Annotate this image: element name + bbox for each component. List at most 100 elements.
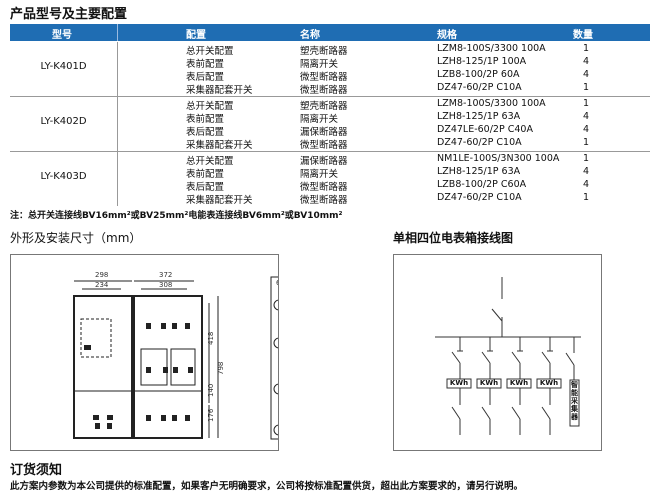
table-row: 表前配置 隔离开关 LZH8-125/1P 63A 4 bbox=[10, 111, 650, 125]
cell: 隔离开关 bbox=[300, 169, 339, 180]
kwh-meter-label: KWh bbox=[539, 379, 559, 387]
cell: 采集器配套开关 bbox=[186, 140, 253, 151]
footer-text: 此方案内参数为本公司提供的标准配置，如果客户无明确要求，公司将按标准配置供货，超… bbox=[10, 481, 524, 492]
cell: 4 bbox=[583, 56, 590, 67]
model-group: LY-K402D 总开关配置 塑壳断路器 LZM8-100S/3300 100A 1 表前… bbox=[10, 97, 650, 151]
svg-text:418: 418 bbox=[207, 332, 215, 345]
cell: 微型断路器 bbox=[300, 182, 348, 193]
cell: LZB8-100/2P 60A bbox=[437, 69, 520, 80]
svg-text:176: 176 bbox=[207, 408, 215, 422]
kwh-meter-label: KWh bbox=[449, 379, 469, 387]
cell: LZM8-100S/3300 100A bbox=[437, 98, 546, 109]
svg-text:798: 798 bbox=[217, 362, 225, 375]
cell: 4 bbox=[583, 69, 590, 80]
cell: 1 bbox=[583, 137, 590, 148]
kwh-meter-label: KWh bbox=[479, 379, 499, 387]
header-model: 型号 bbox=[52, 30, 72, 41]
cell: 漏保断路器 bbox=[300, 156, 348, 167]
model-group: LY-K403D 总开关配置 漏保断路器 NM1LE-100S/3N300 100A 1… bbox=[10, 152, 650, 206]
cell: 表后配置 bbox=[186, 182, 225, 193]
cell: 总开关配置 bbox=[186, 101, 234, 112]
cell: 微型断路器 bbox=[300, 85, 348, 96]
divider bbox=[117, 24, 118, 41]
header-spec: 规格 bbox=[437, 30, 457, 41]
cell: 微型断路器 bbox=[300, 72, 348, 83]
page-title: 产品型号及主要配置 bbox=[10, 7, 128, 22]
dimension-drawing: 298 234 372 308 418 140 176 798 1651465 bbox=[10, 254, 298, 451]
dim-298: 298 bbox=[95, 271, 108, 279]
cell: 1 bbox=[583, 153, 590, 164]
table-row: 表后配置 微型断路器 LZB8-100/2P C60A 4 bbox=[10, 179, 650, 193]
cell: 采集器配套开关 bbox=[186, 195, 253, 206]
collector-label: 智能采集器 bbox=[571, 381, 578, 421]
cell: 表后配置 bbox=[186, 127, 225, 138]
cell: 总开关配置 bbox=[186, 46, 234, 57]
table-row: 采集器配套开关 微型断路器 DZ47-60/2P C10A 1 bbox=[10, 82, 650, 96]
cell: 表后配置 bbox=[186, 72, 225, 83]
cell: 塑壳断路器 bbox=[300, 46, 348, 57]
table-row: 采集器配套开关 微型断路器 DZ47-60/2P C10A 1 bbox=[10, 192, 650, 206]
model-name: LY-K403D bbox=[40, 171, 87, 182]
divider bbox=[117, 97, 118, 151]
divider bbox=[117, 42, 118, 96]
cell: 1 bbox=[583, 82, 590, 93]
wiring-title: 单相四位电表箱接线图 bbox=[393, 231, 514, 245]
cell: 微型断路器 bbox=[300, 195, 348, 206]
model-name: LY-K402D bbox=[40, 116, 87, 127]
dimensions-title: 外形及安装尺寸（mm） bbox=[10, 231, 142, 245]
cell: NM1LE-100S/3N300 100A bbox=[437, 153, 560, 164]
cell: 4 bbox=[583, 179, 590, 190]
cell: 1 bbox=[583, 192, 590, 203]
cell: 总开关配置 bbox=[186, 156, 234, 167]
cell: LZH8-125/1P 63A bbox=[437, 166, 521, 177]
table-row: 表前配置 隔离开关 LZH8-125/1P 63A 4 bbox=[10, 166, 650, 180]
note: 注：总开关连接线BV16mm²或BV25mm²电能表连接线BV6mm²或BV10… bbox=[10, 211, 343, 221]
divider bbox=[117, 152, 118, 206]
cell: 隔离开关 bbox=[300, 59, 339, 70]
table-row: 总开关配置 塑壳断路器 LZM8-100S/3300 100A 1 bbox=[10, 43, 650, 57]
cell: 1 bbox=[583, 98, 590, 109]
table-row: 采集器配套开关 微型断路器 DZ47-60/2P C10A 1 bbox=[10, 137, 650, 151]
header-name: 名称 bbox=[300, 30, 320, 41]
model-name: LY-K401D bbox=[40, 61, 87, 72]
cell: 塑壳断路器 bbox=[300, 101, 348, 112]
header-config: 配置 bbox=[186, 30, 206, 41]
table-row: 总开关配置 漏保断路器 NM1LE-100S/3N300 100A 1 bbox=[10, 153, 650, 167]
cell: 微型断路器 bbox=[300, 140, 348, 151]
table-row: 总开关配置 塑壳断路器 LZM8-100S/3300 100A 1 bbox=[10, 98, 650, 112]
row-separator bbox=[10, 96, 650, 97]
cell: LZH8-125/1P 100A bbox=[437, 56, 527, 67]
svg-text:308: 308 bbox=[159, 281, 172, 289]
svg-text:140: 140 bbox=[207, 384, 215, 397]
svg-text:65: 65 bbox=[276, 279, 278, 287]
cell: 漏保断路器 bbox=[300, 127, 348, 138]
cell: 4 bbox=[583, 111, 590, 122]
cell: 隔离开关 bbox=[300, 114, 339, 125]
cell: 1 bbox=[583, 43, 590, 54]
table-row: 表后配置 漏保断路器 DZ47LE-60/2P C40A 4 bbox=[10, 124, 650, 138]
svg-text:234: 234 bbox=[95, 281, 109, 289]
wiring-diagram: 智能采集器 KWh KWh KWh KWh bbox=[393, 254, 602, 451]
cell: 表前配置 bbox=[186, 114, 225, 125]
row-separator bbox=[10, 151, 650, 152]
cell: 采集器配套开关 bbox=[186, 85, 253, 96]
kwh-meter-label: KWh bbox=[509, 379, 529, 387]
footer-title: 订货须知 bbox=[10, 463, 63, 478]
cell: LZM8-100S/3300 100A bbox=[437, 43, 546, 54]
header-qty: 数量 bbox=[573, 30, 593, 41]
cell: DZ47-60/2P C10A bbox=[437, 137, 522, 148]
svg-text:372: 372 bbox=[159, 271, 172, 279]
cell: LZH8-125/1P 63A bbox=[437, 111, 521, 122]
cell: 表前配置 bbox=[186, 59, 225, 70]
cell: DZ47-60/2P C10A bbox=[437, 192, 522, 203]
table-row: 表后配置 微型断路器 LZB8-100/2P 60A 4 bbox=[10, 69, 650, 83]
table-header: 型号 配置 名称 规格 数量 bbox=[10, 24, 650, 41]
cell: DZ47LE-60/2P C40A bbox=[437, 124, 533, 135]
cell: LZB8-100/2P C60A bbox=[437, 179, 527, 190]
cell: 表前配置 bbox=[186, 169, 225, 180]
table-row: 表前配置 隔离开关 LZH8-125/1P 100A 4 bbox=[10, 56, 650, 70]
cell: DZ47-60/2P C10A bbox=[437, 82, 522, 93]
model-group: LY-K401D 总开关配置 塑壳断路器 LZM8-100S/3300 100A 1 表前… bbox=[10, 42, 650, 96]
cell: 4 bbox=[583, 124, 590, 135]
cell: 4 bbox=[583, 166, 590, 177]
